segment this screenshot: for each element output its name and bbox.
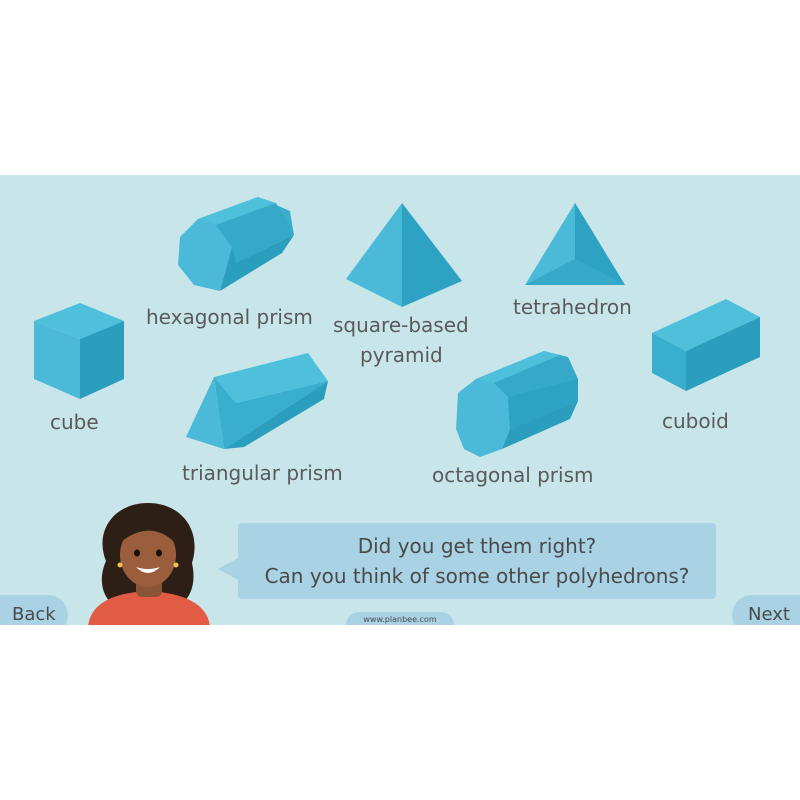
label-square-pyramid-line2: pyramid	[360, 343, 443, 367]
speech-bubble-tail	[218, 557, 240, 581]
tetrahedron-shape	[525, 203, 625, 285]
speech-line-1: Did you get them right?	[357, 534, 597, 558]
speech-line-2: Can you think of some other polyhedrons?	[264, 564, 690, 588]
label-hexagonal-prism: hexagonal prism	[146, 305, 313, 329]
teacher-avatar-icon	[88, 503, 210, 625]
label-tetrahedron: tetrahedron	[513, 295, 632, 319]
speech-bubble: Did you get them right? Can you think of…	[238, 523, 716, 599]
label-cube: cube	[50, 410, 99, 434]
label-cuboid: cuboid	[662, 409, 729, 433]
octagonal-prism-shape	[456, 351, 578, 457]
cuboid-shape	[652, 299, 760, 391]
square-pyramid-shape	[346, 203, 462, 307]
label-square-pyramid-line1: square-based	[333, 313, 469, 337]
label-octagonal-prism: octagonal prism	[432, 463, 594, 487]
cube-shape	[34, 303, 124, 399]
label-triangular-prism: triangular prism	[182, 461, 343, 485]
footer-site-link[interactable]: www.planbee.com	[346, 612, 454, 625]
next-button[interactable]: Next	[732, 595, 800, 625]
back-button[interactable]: Back	[0, 595, 68, 625]
triangular-prism-shape	[186, 353, 328, 449]
hexagonal-prism-shape	[178, 197, 294, 291]
slide: hexagonal prism square-based pyramid tet…	[0, 175, 800, 625]
